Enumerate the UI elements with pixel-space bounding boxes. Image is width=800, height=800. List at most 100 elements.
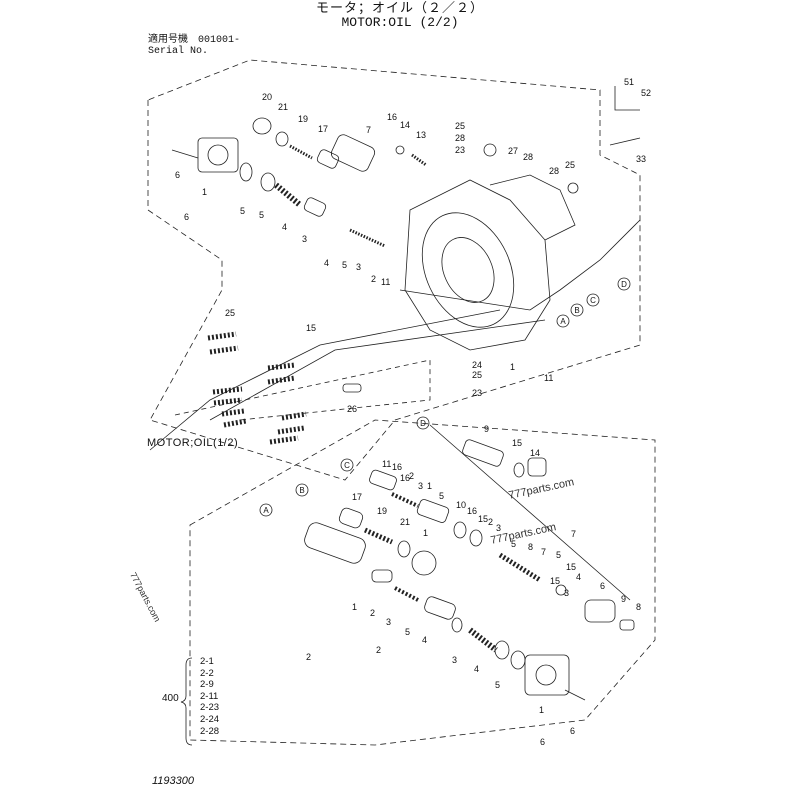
kit-item: 2-11 (200, 690, 219, 702)
part-number: 25 (455, 121, 465, 131)
valve-body (330, 134, 376, 172)
kit-brace (180, 657, 193, 746)
kit-item: 2-1 (200, 656, 214, 667)
callout-c (586, 293, 600, 307)
spool (424, 596, 456, 620)
part-number: 7 (571, 529, 576, 539)
callout-letter: A (263, 506, 269, 515)
part-number: 27 (508, 146, 518, 156)
plug (411, 550, 437, 576)
kit-item: 2-9 (200, 679, 214, 691)
part-number: 7 (366, 125, 371, 135)
part-number: 1 (510, 362, 515, 372)
part-number: 2 (306, 652, 311, 662)
callout-c (340, 458, 354, 472)
part-number: 14 (400, 120, 410, 130)
plug (483, 143, 497, 157)
spring (363, 527, 394, 545)
callout-circles (259, 277, 631, 517)
part-number: 28 (549, 166, 559, 176)
part-number: 9 (484, 424, 489, 434)
part-number: 19 (377, 506, 387, 516)
part-number: 52 (641, 88, 651, 98)
washer (494, 640, 510, 660)
part-number: 11 (544, 373, 553, 383)
bracket (614, 86, 640, 111)
bolt (564, 689, 586, 701)
upper-boundary (147, 59, 641, 481)
part-number: 8 (636, 602, 641, 612)
part-number: 9 (621, 594, 626, 604)
callout-b (570, 303, 584, 317)
part-number: 25 (565, 160, 575, 170)
callout-a (556, 314, 570, 328)
kit-item: 2-28 (200, 725, 220, 737)
part-number: 3 (452, 655, 457, 665)
port-block (524, 654, 570, 696)
part-number: 15 (478, 514, 488, 524)
spring (498, 552, 542, 583)
callout-b (295, 483, 309, 497)
spool (371, 569, 393, 583)
part-number: 16 (400, 473, 410, 483)
spool (416, 499, 450, 523)
part-number: 13 (416, 130, 426, 140)
part-number: 5 (439, 491, 444, 501)
kit-number: 400 (162, 693, 179, 704)
part-number: 26 (347, 404, 357, 414)
washer (453, 521, 467, 539)
bolt (171, 149, 199, 159)
part-number: 24 (472, 360, 482, 370)
spring-group (207, 331, 307, 445)
part-number: 5 (405, 627, 410, 637)
part-number: 15 (306, 323, 316, 333)
part-number: 21 (278, 102, 288, 112)
spring (468, 627, 498, 653)
part-number: 3 (496, 523, 501, 533)
o-ring (513, 462, 525, 478)
o-ring (239, 162, 253, 182)
spring (289, 144, 313, 160)
part-number: 28 (455, 133, 465, 143)
callout-letters: A B C D D C B A (263, 280, 627, 515)
part-number: 3 (564, 588, 569, 598)
leader-line (209, 319, 546, 421)
part-number: 17 (352, 492, 362, 502)
o-ring (397, 540, 411, 558)
part-number: 2 (370, 608, 375, 618)
part-number: 4 (474, 664, 479, 674)
part-number: 5 (240, 206, 245, 216)
part-number: 11 (382, 459, 391, 469)
part-number: 14 (530, 448, 540, 458)
part-number: 11 (381, 277, 390, 287)
part-number: 20 (262, 92, 272, 102)
o-ring (469, 529, 483, 547)
spool (462, 439, 504, 467)
valve-body (304, 522, 366, 564)
plug (252, 117, 272, 135)
part-number: 2 (376, 645, 381, 655)
plug (527, 457, 547, 477)
part-number: 23 (472, 388, 482, 398)
part-number: 1 (539, 705, 544, 715)
callout-letter: C (344, 461, 350, 470)
spring (274, 182, 302, 208)
part-number: 1 (423, 528, 428, 538)
callout-letter: B (299, 486, 304, 495)
part-number: 1 (202, 187, 207, 197)
callout-d (617, 277, 631, 291)
spring (394, 586, 419, 602)
bolt (609, 137, 641, 146)
part-number: 5 (556, 550, 561, 560)
spool (338, 507, 364, 529)
washer (260, 172, 276, 192)
port-block (197, 137, 239, 173)
part-number: 3 (356, 262, 361, 272)
part-number: 4 (576, 572, 581, 582)
spring (391, 492, 419, 508)
kit-item: 2-23 (200, 702, 220, 714)
part-number: 6 (540, 737, 545, 747)
lower-boundary (189, 419, 656, 746)
callout-letter: D (621, 280, 627, 289)
